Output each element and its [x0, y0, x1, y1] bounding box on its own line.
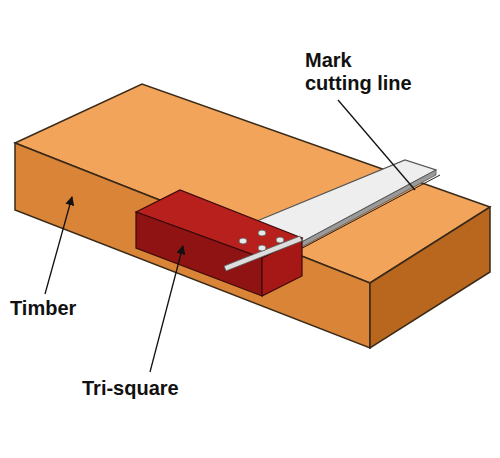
leader-line [150, 246, 183, 372]
timber-end [370, 207, 490, 348]
leader-line [338, 100, 415, 190]
tri-square-stock-front [136, 212, 262, 296]
rivets [239, 230, 284, 251]
leader-line [45, 197, 72, 294]
callout-label: Mark cutting line [305, 49, 423, 95]
tri-square-blade-inset [224, 236, 302, 271]
part-label: Timber [10, 297, 76, 320]
part-label: Tri-square [82, 377, 179, 400]
